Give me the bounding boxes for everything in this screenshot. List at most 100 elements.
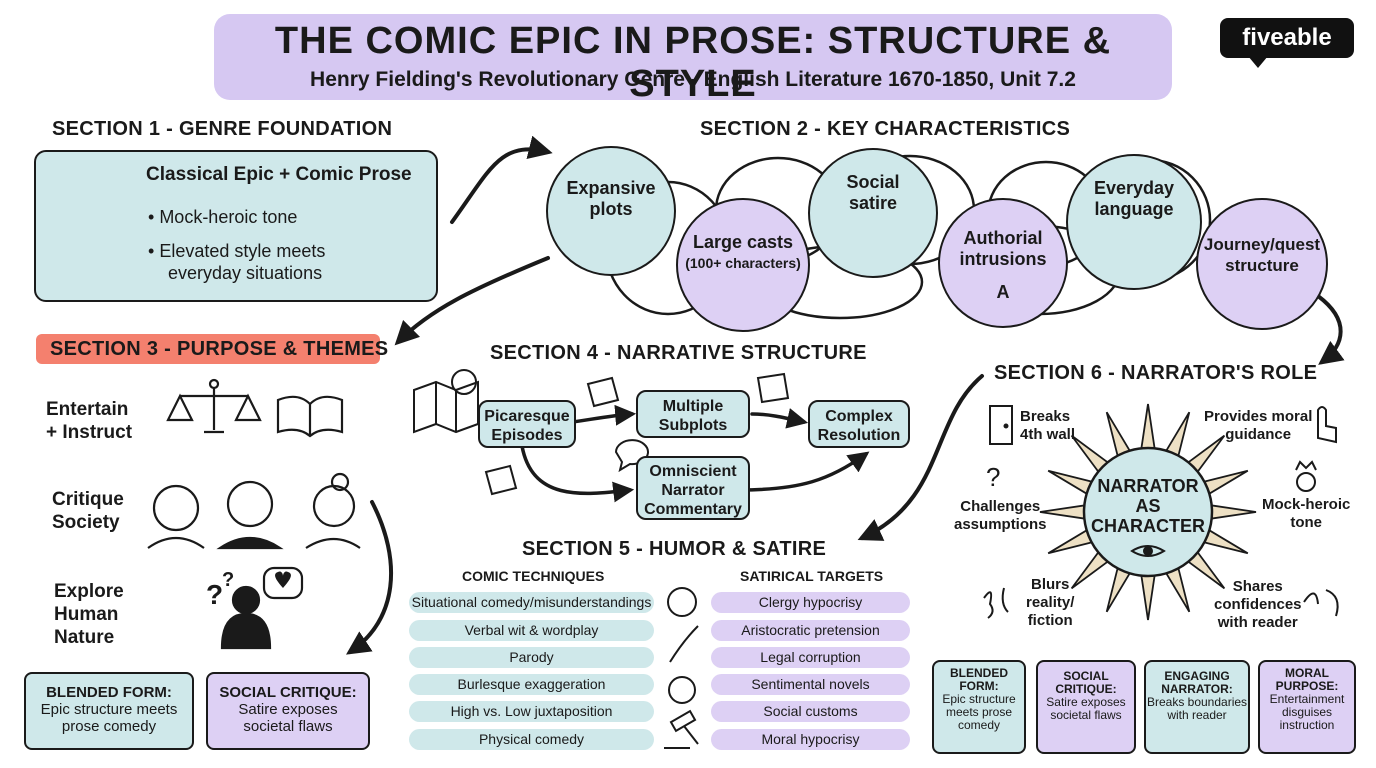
circle-label-line2: structure [1225, 256, 1299, 275]
role-line3: fiction [1027, 612, 1073, 629]
scales-icon [166, 378, 262, 434]
role-mock-heroic: Mock-heroic tone [1262, 496, 1350, 532]
section5-heading: SECTION 5 - HUMOR & SATIRE [522, 538, 827, 560]
box-line: PURPOSE: [1275, 679, 1339, 693]
arrow-s2-s6 [1316, 294, 1345, 365]
technique-pill-6: Physical comedy [409, 729, 654, 750]
circle-label-line2: satire [848, 193, 898, 213]
box-line: disguises [1281, 705, 1333, 719]
role-line1: Challenges [960, 498, 1041, 515]
circle-label-line1: Expansive [566, 178, 656, 198]
box-line1: Satire exposes [238, 701, 338, 718]
section1-bullet-1: • Mock-heroic tone [148, 207, 298, 227]
satirical-targets-header: SATIRICAL TARGETS [740, 568, 884, 584]
node-line2: Episodes [491, 427, 563, 444]
technique-pill-3: Parody [409, 647, 654, 668]
section1-bullet-3: everyday situations [168, 263, 323, 283]
circle-label-line1: Journey/quest [1203, 235, 1321, 254]
purpose-line2: Human [54, 604, 119, 625]
section3-heading-bar [36, 334, 380, 364]
node-line2: Resolution [817, 427, 901, 444]
gossip-woman-icon [305, 472, 361, 549]
purpose-critique: Critique Society [52, 488, 124, 534]
speech-bubble-icon [614, 439, 649, 473]
role-blurs-reality: Blurs reality/ fiction [1026, 576, 1074, 630]
role-shares-confidences: Shares confidences with reader [1214, 578, 1302, 632]
bottom-box-blended: BLENDED FORM: Epic structure meets prose… [932, 660, 1026, 754]
box-line: MORAL [1285, 666, 1329, 680]
section6-heading: SECTION 6 - NARRATOR'S ROLE [994, 362, 1318, 384]
technique-pill-5: High vs. Low juxtaposition [409, 701, 654, 722]
circle-label-line1: Authorial [963, 228, 1043, 248]
purpose-line1: Entertain [46, 399, 129, 420]
node-line3: Commentary [644, 501, 742, 518]
gavel-icon [664, 709, 699, 749]
section4-heading: SECTION 4 - NARRATIVE STRUCTURE [490, 342, 867, 364]
role-line1: Breaks [1020, 408, 1071, 425]
center-line2: AS [1135, 496, 1161, 516]
fiveable-logo: fiveable [1220, 18, 1354, 58]
section1-heading: SECTION 1 - GENRE FOUNDATION [52, 118, 393, 140]
purpose-explore: Explore Human Nature [54, 580, 124, 649]
node-line2: Narrator [661, 482, 725, 499]
box-line: CRITIQUE: [1055, 682, 1117, 696]
role-moral-guidance: Provides moral guidance [1204, 408, 1312, 444]
box-line: meets prose [945, 705, 1013, 719]
box-line: instruction [1279, 718, 1335, 732]
narrator-center-circle [1082, 446, 1214, 578]
role-line2: assumptions [954, 516, 1047, 533]
map-icon [413, 369, 479, 434]
box-title: BLENDED FORM: [46, 684, 172, 701]
target-pill-3: Legal corruption [711, 647, 910, 668]
technique-pill-2: Verbal wit & wordplay [409, 620, 654, 641]
comic-techniques-header: COMIC TECHNIQUES [462, 568, 605, 584]
role-line1: Provides moral [1204, 408, 1313, 425]
section1-box [34, 150, 438, 302]
box-line: BLENDED [949, 666, 1008, 680]
node-subplots: Multiple Subplots [636, 390, 750, 438]
section1-bullet-2: • Elevated style meets [148, 241, 326, 261]
center-line3: CHARACTER [1091, 516, 1205, 536]
target-pill-1: Clergy hypocrisy [711, 592, 910, 613]
sun-ray [1139, 570, 1157, 621]
target-pill-2: Aristocratic pretension [711, 620, 910, 641]
caricature-face-icon [668, 676, 696, 704]
purpose-line2: + Instruct [46, 422, 133, 443]
role-challenges: Challenges assumptions [954, 498, 1047, 534]
heart-icon [275, 571, 291, 588]
circle-large-casts: Large casts (100+ characters) [676, 198, 810, 332]
role-line2: reality/ [1026, 594, 1075, 611]
question-mark-icon: ? [986, 462, 1000, 492]
crowned-face-icon [1295, 460, 1317, 492]
small-book-icon-1 [586, 376, 620, 408]
circle-social-satire: Social satire [808, 148, 938, 278]
circle-everyday-language: Everyday language [1066, 154, 1202, 290]
node-line1: Picaresque [484, 408, 570, 425]
sun-ray [1039, 503, 1090, 521]
target-pill-6: Moral hypocrisy [711, 729, 910, 750]
box-social-critique: SOCIAL CRITIQUE: Satire exposes societal… [206, 672, 370, 750]
purpose-line1: Explore [54, 581, 124, 602]
role-line2: 4th wall [1020, 426, 1076, 443]
judge-portrait-icon [216, 480, 284, 550]
svg-text:?: ? [222, 569, 234, 591]
letter-a-icon: A [996, 282, 1010, 302]
node-line2: Subplots [658, 417, 728, 434]
box-line: societal flaws [1050, 708, 1122, 722]
box-line: Entertainment [1269, 692, 1345, 706]
role-line1: Shares [1232, 578, 1283, 595]
page-title: THE COMIC EPIC IN PROSE: STRUCTURE & STY… [274, 20, 1112, 105]
node-picaresque: Picaresque Episodes [478, 400, 576, 448]
node-omniscient: Omniscient Narrator Commentary [636, 456, 750, 520]
page-subtitle: Henry Fielding's Revolutionary Genre - E… [310, 68, 1076, 91]
box-line: SOCIAL [1063, 669, 1109, 683]
quill-small-icon [669, 625, 699, 663]
open-book-icon [276, 395, 344, 438]
center-line1: NARRATOR [1097, 476, 1199, 496]
target-pill-4: Sentimental novels [711, 674, 910, 695]
target-pill-5: Social customs [711, 701, 910, 722]
node-line1: Omniscient [649, 463, 737, 480]
box-line: with reader [1167, 708, 1227, 722]
role-line2: confidences [1214, 596, 1302, 613]
technique-pill-1: Situational comedy/misunderstandings [409, 592, 654, 613]
